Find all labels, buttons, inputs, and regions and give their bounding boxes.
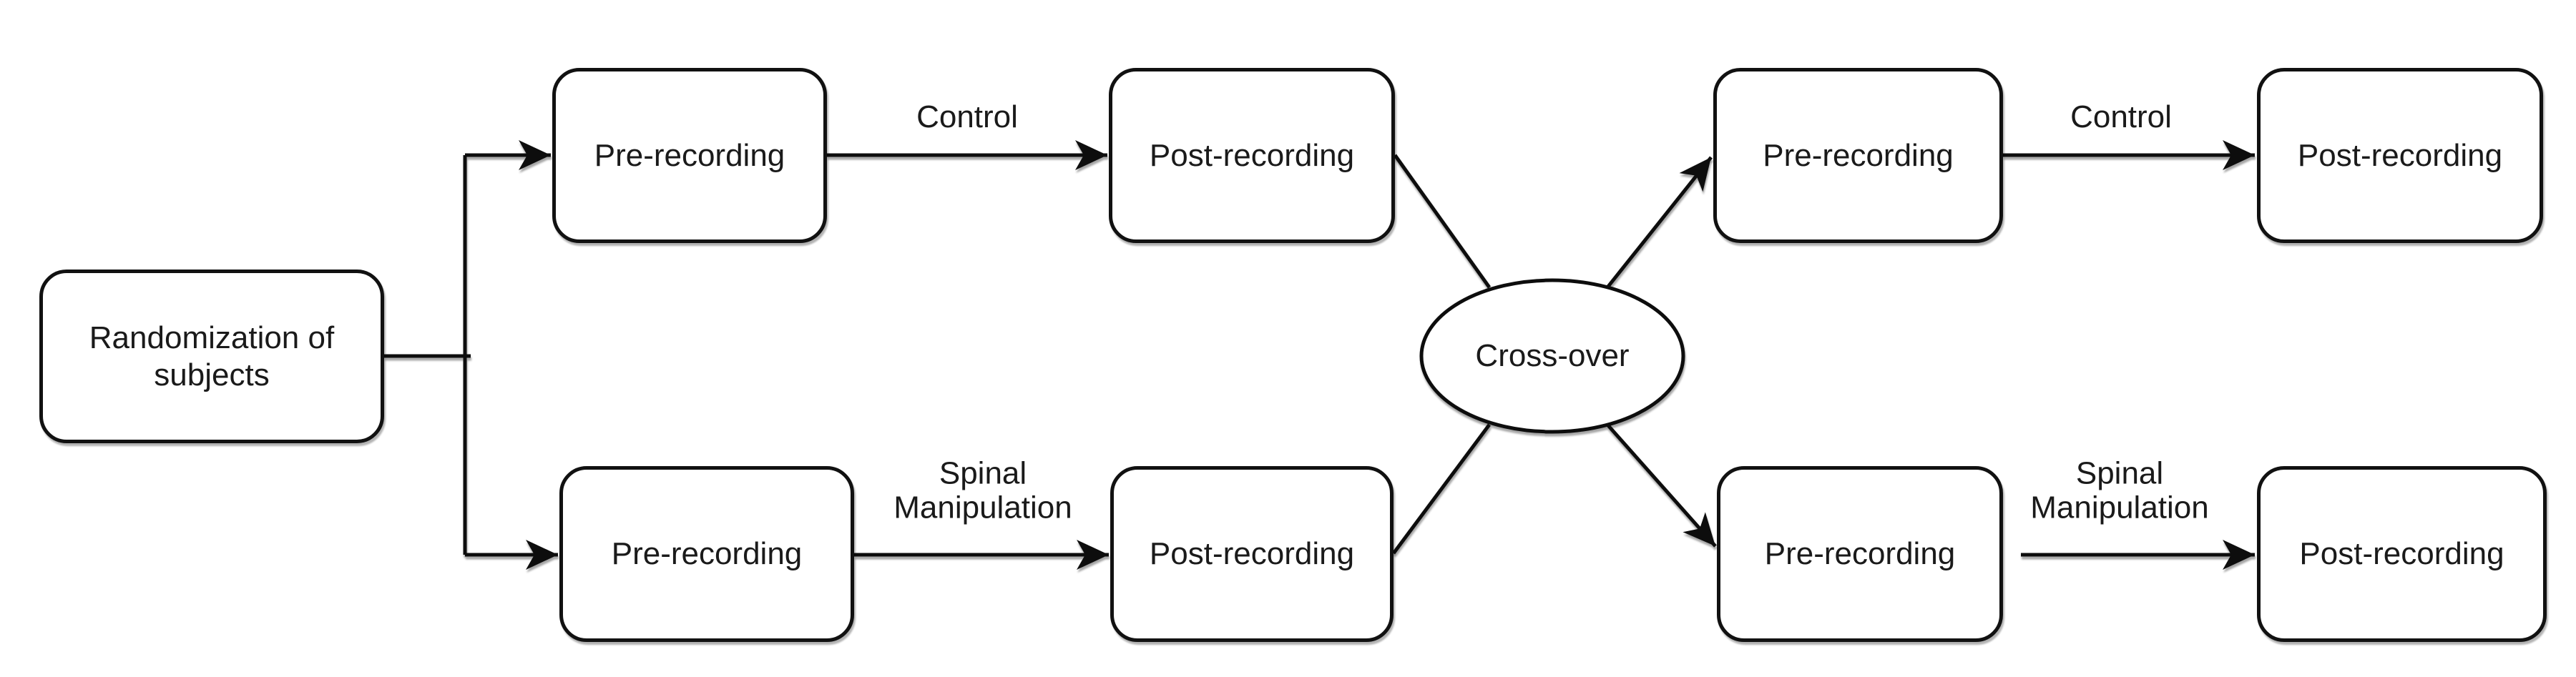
node-cross-over-label: Cross-over xyxy=(1475,338,1630,373)
cross-over-ellipse xyxy=(1419,278,1685,434)
edge-label-spinal-manipulation-left: Spinal Manipulation xyxy=(893,455,1072,525)
edge-crossover-to-pre-top xyxy=(1606,156,1713,289)
node-label: Post-recording xyxy=(2297,137,2503,173)
edge-crossover-to-pre-bottom xyxy=(1606,423,1717,548)
node-label: Post-recording xyxy=(1149,536,1355,572)
node-label: Pre-recording xyxy=(1764,536,1956,572)
edge-label-spinal-manipulation-right: Spinal Manipulation xyxy=(2030,455,2209,525)
node-pre-recording-bottom-2: Pre-recording xyxy=(1717,466,2003,642)
edge-post-bottom-to-crossover xyxy=(1391,423,1492,555)
node-post-recording-top-2: Post-recording xyxy=(2257,68,2543,243)
node-pre-recording-bottom-1: Pre-recording xyxy=(559,466,854,642)
node-post-recording-bottom-2: Post-recording xyxy=(2257,466,2547,642)
node-label: Post-recording xyxy=(1149,137,1355,173)
node-randomization-of-subjects: Randomization of subjects xyxy=(39,270,384,443)
node-post-recording-top-1: Post-recording xyxy=(1109,68,1395,243)
edge-post-top-to-crossover xyxy=(1393,154,1492,289)
node-pre-recording-top-1: Pre-recording xyxy=(552,68,827,243)
node-label: Pre-recording xyxy=(1763,137,1954,173)
node-label: Pre-recording xyxy=(594,137,785,173)
node-label: Post-recording xyxy=(2299,536,2504,572)
node-label: Pre-recording xyxy=(611,536,803,572)
edge-label-control-right: Control xyxy=(2070,99,2172,134)
node-post-recording-bottom-1: Post-recording xyxy=(1110,466,1394,642)
node-pre-recording-top-2: Pre-recording xyxy=(1713,68,2003,243)
node-label: Randomization of subjects xyxy=(89,320,335,392)
edge-label-control-left: Control xyxy=(916,99,1018,134)
